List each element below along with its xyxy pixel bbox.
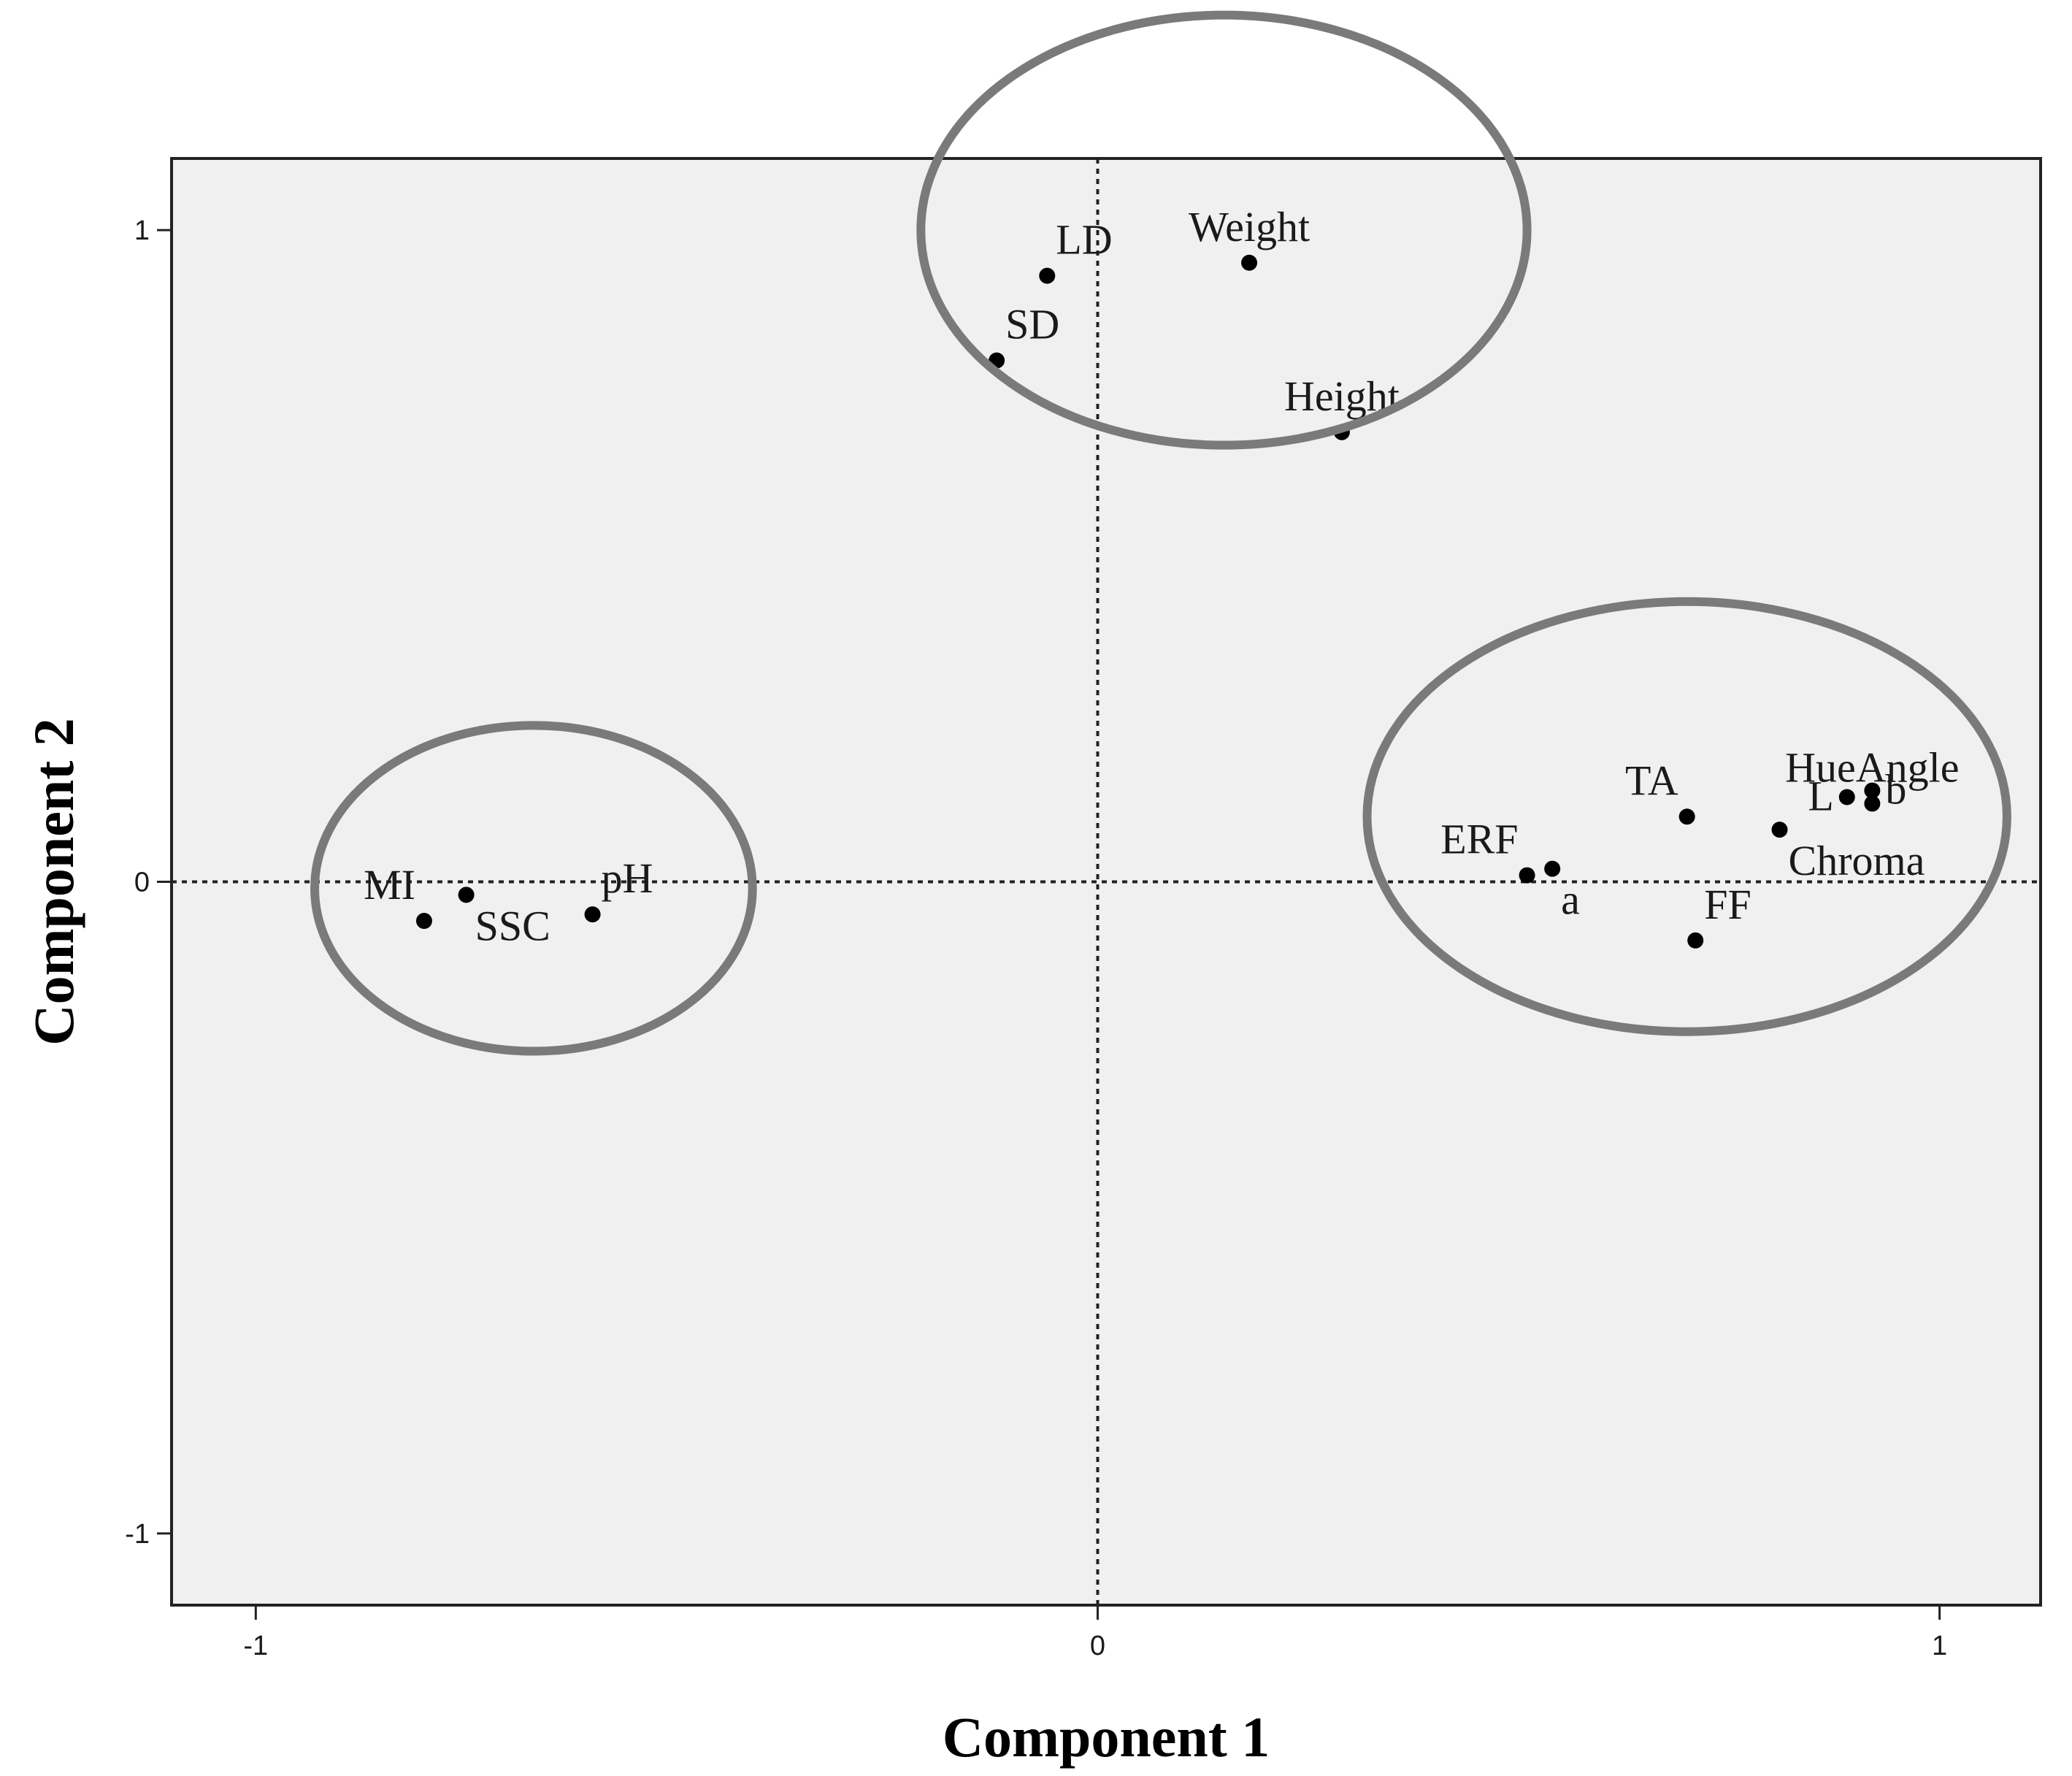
y-axis-title: Component 2: [22, 718, 85, 1046]
point-label-ta: TA: [1625, 757, 1678, 804]
point-ph: [584, 906, 601, 923]
group-ellipse-2: [310, 721, 757, 1056]
group-ellipse-3: [1362, 597, 2011, 1036]
point-hueangle: [1864, 795, 1881, 812]
point-label-sd: SD: [1005, 301, 1059, 348]
point-label-ff: FF: [1704, 881, 1751, 928]
y-tick-label: 0: [134, 868, 150, 898]
point-label-l: L: [1808, 772, 1833, 819]
point-label-a: a: [1561, 876, 1580, 924]
point-label-ph: pH: [602, 854, 653, 902]
point-label-ld: LD: [1056, 216, 1112, 264]
x-axis-title: Component 1: [943, 1705, 1270, 1769]
point-weight: [1241, 254, 1258, 271]
x-tick-label: 1: [1932, 1631, 1947, 1661]
point-ta: [1678, 808, 1695, 825]
x-tick-label: -1: [243, 1631, 268, 1661]
point-ff: [1687, 932, 1704, 949]
point-label-mi: MI: [364, 861, 415, 908]
point-ssc: [458, 887, 475, 903]
point-label-chroma: Chroma: [1789, 837, 1925, 884]
point-label-ssc: SSC: [475, 902, 550, 949]
point-l: [1838, 789, 1855, 805]
point-erf: [1519, 867, 1535, 884]
point-label-erf: ERF: [1440, 816, 1518, 863]
point-ld: [1039, 267, 1056, 284]
point-b: [1864, 782, 1881, 799]
group-ellipse-1: [916, 10, 1532, 450]
y-tick-label: 1: [134, 215, 150, 246]
y-tick-label: -1: [125, 1519, 150, 1550]
point-label-weight: Weight: [1189, 203, 1310, 250]
point-chroma: [1771, 822, 1788, 838]
point-a: [1544, 860, 1561, 877]
point-label-b: b: [1885, 766, 1906, 814]
point-mi: [415, 913, 432, 930]
point-label-hueangle: HueAngle: [1785, 743, 1959, 791]
x-tick-label: 0: [1090, 1631, 1105, 1661]
